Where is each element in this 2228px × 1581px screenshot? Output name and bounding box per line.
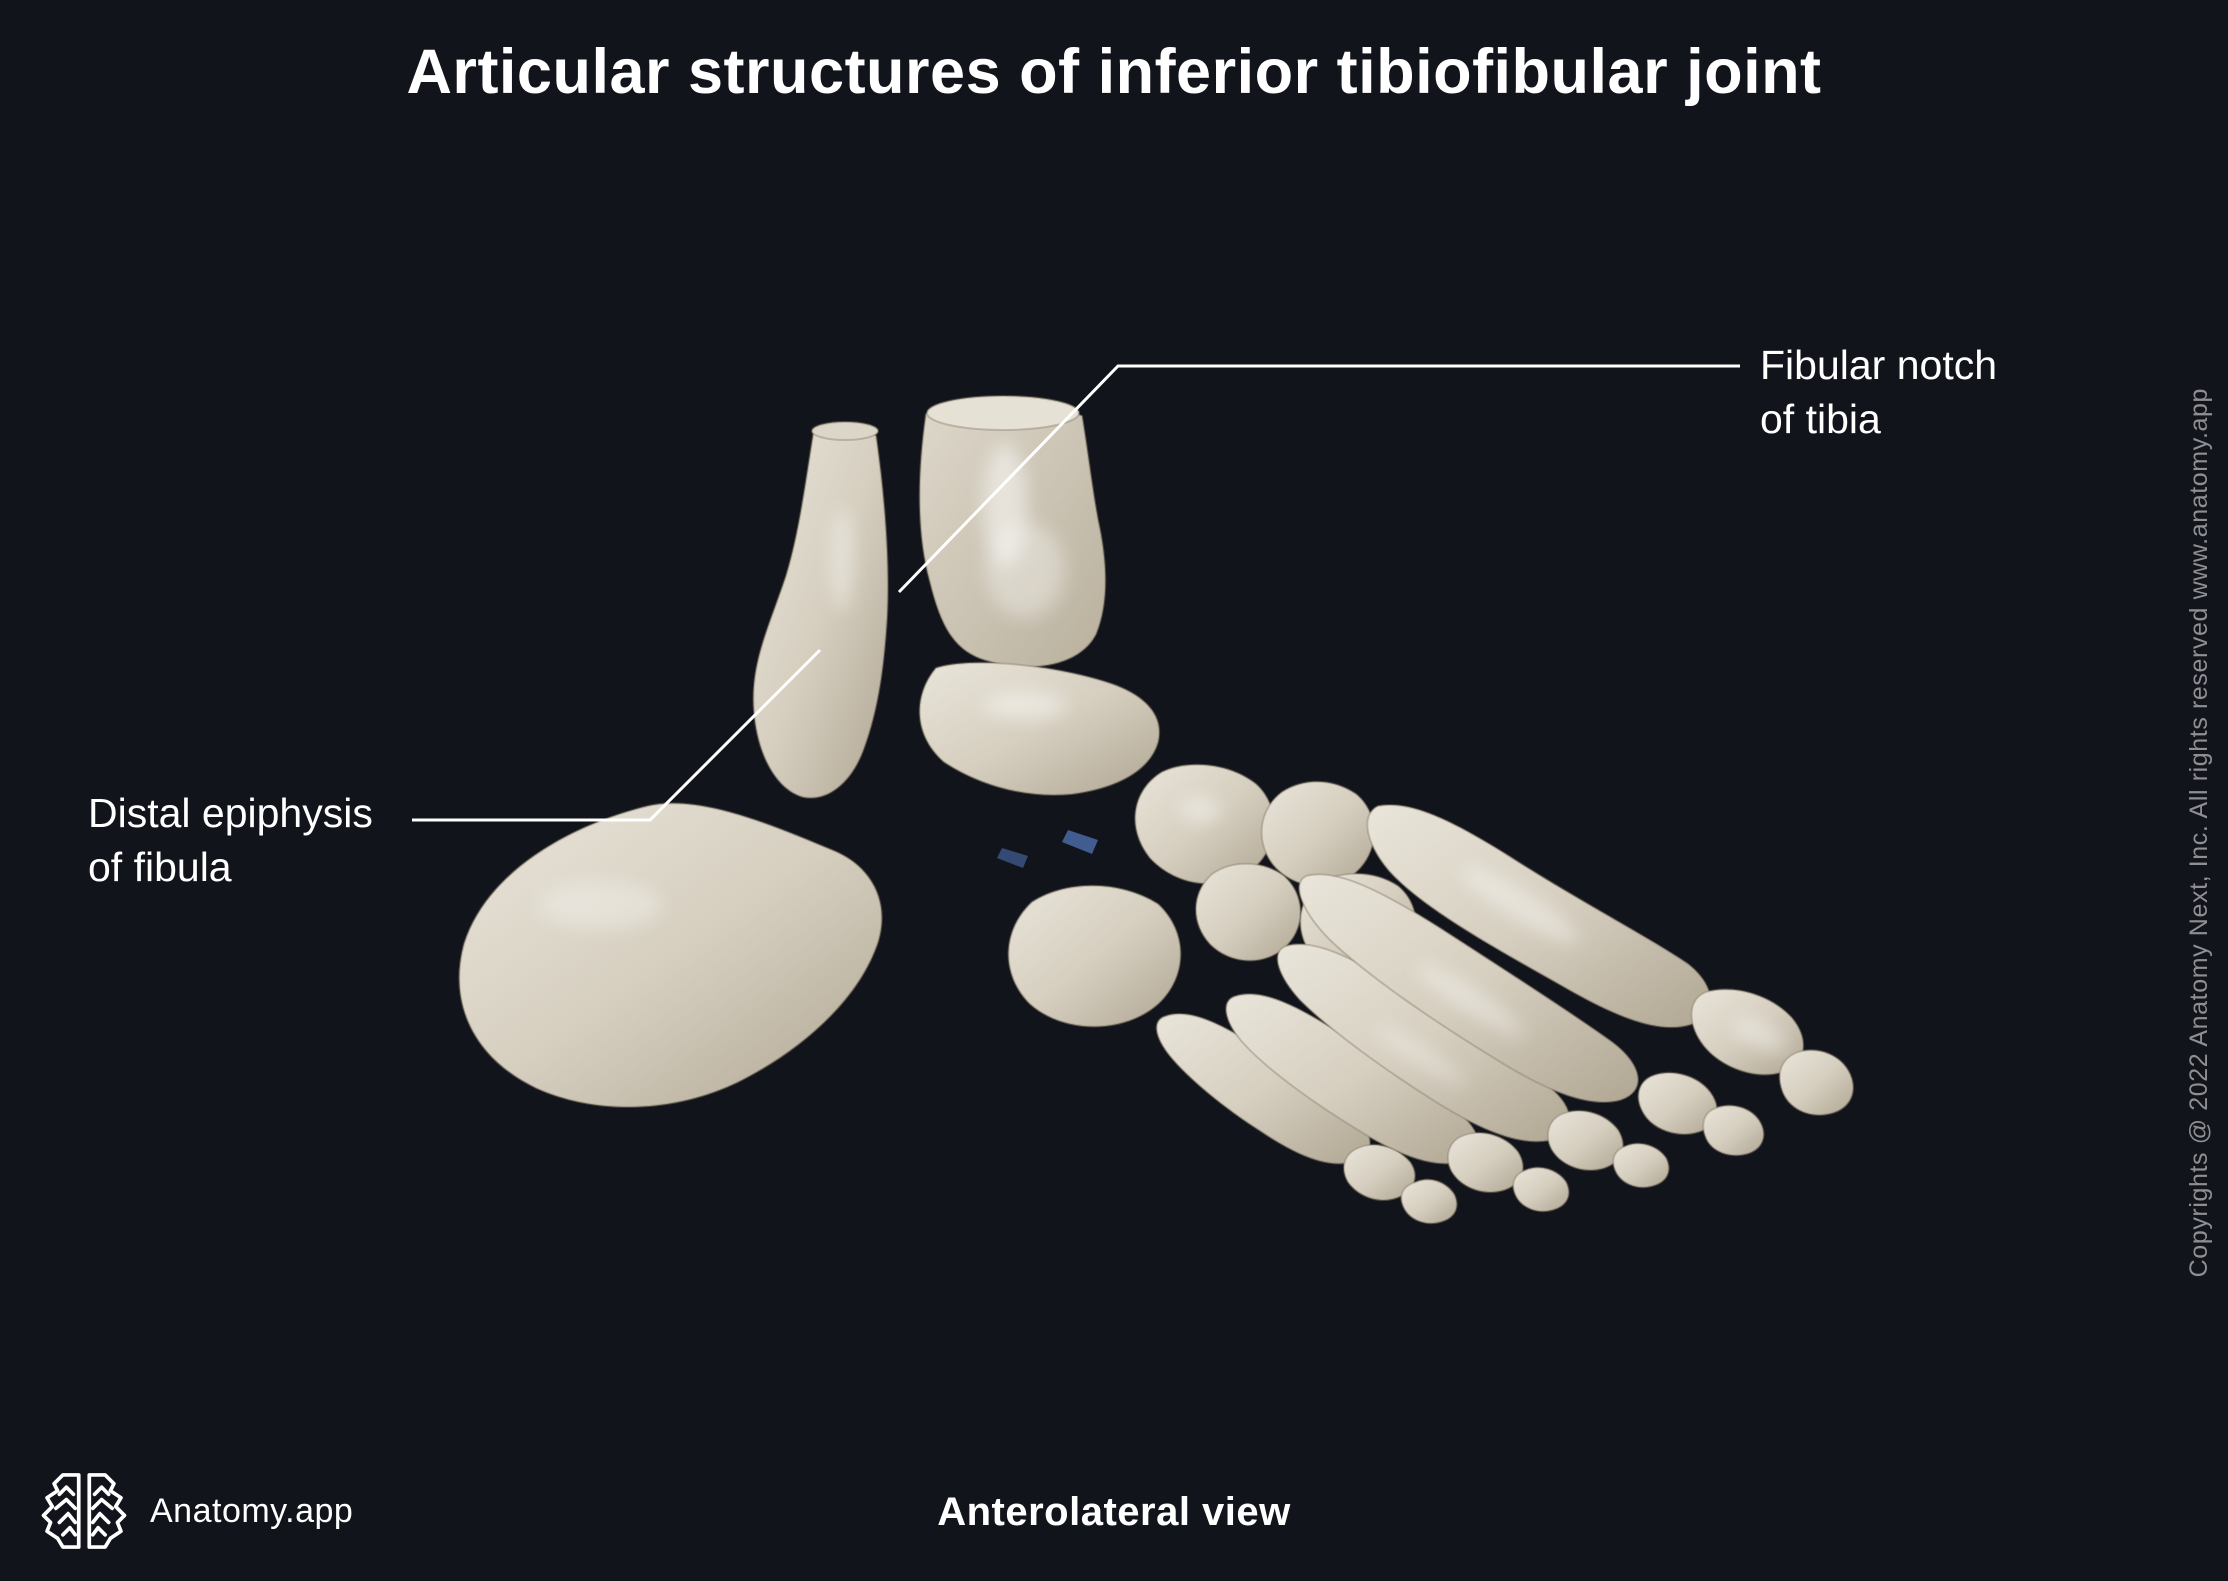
cuboid-bone	[1007, 884, 1182, 1028]
label-line-1: Distal epiphysis	[88, 790, 373, 836]
label-line-2: of fibula	[88, 844, 232, 891]
label-line-2: of tibia	[1760, 396, 1881, 443]
bone-highlights	[538, 443, 1788, 1085]
brand-name: Anatomy.app	[150, 1491, 354, 1530]
copyright-text: Copyrights @ 2022 Anatomy Next, Inc. All…	[2185, 388, 2213, 1278]
label-line-1: Fibular notch	[1760, 342, 1998, 388]
label-fibular-notch: Fibular notch of tibia	[1760, 338, 1997, 446]
fibula-bone	[752, 421, 889, 799]
view-caption: Anterolateral view	[937, 1490, 1291, 1534]
leader-line-fibular-notch	[897, 364, 1740, 594]
talus-bone	[918, 661, 1161, 796]
ligament-accent	[997, 830, 1098, 868]
label-distal-epiphysis: Distal epiphysis of fibula	[88, 786, 373, 894]
calcaneus-bone	[458, 802, 883, 1108]
page-title: Articular structures of inferior tibiofi…	[406, 37, 1822, 107]
brand-lockup: Anatomy.app	[40, 1470, 353, 1552]
leader-line-distal-epiphysis	[412, 648, 822, 822]
